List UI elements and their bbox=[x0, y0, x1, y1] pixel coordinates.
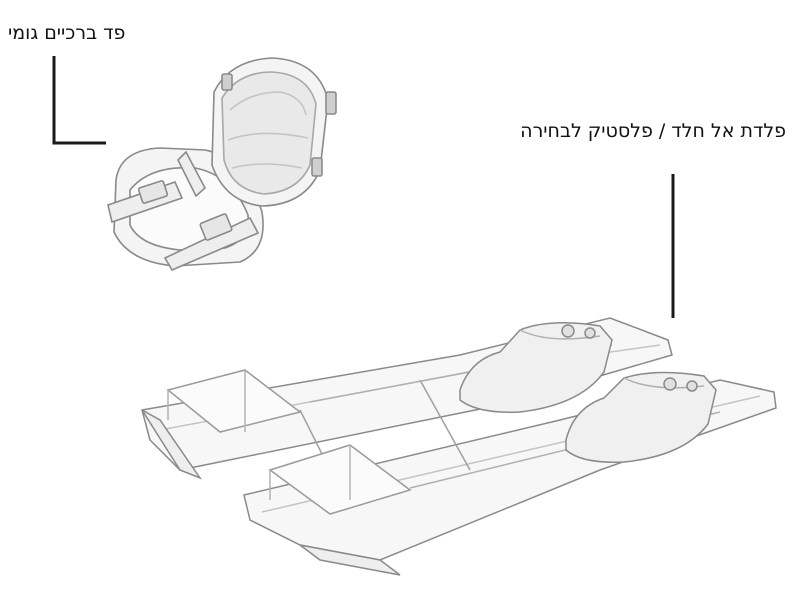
kneeling-board-illustration bbox=[141, 317, 777, 576]
kneepad-illustration bbox=[107, 57, 337, 272]
kneepad-label: פד ברכיים גומי bbox=[8, 22, 126, 44]
kneepad-callout-line bbox=[52, 56, 106, 145]
plate-label: פלדת אל חלד / פלסטיק לבחירה bbox=[520, 120, 786, 142]
